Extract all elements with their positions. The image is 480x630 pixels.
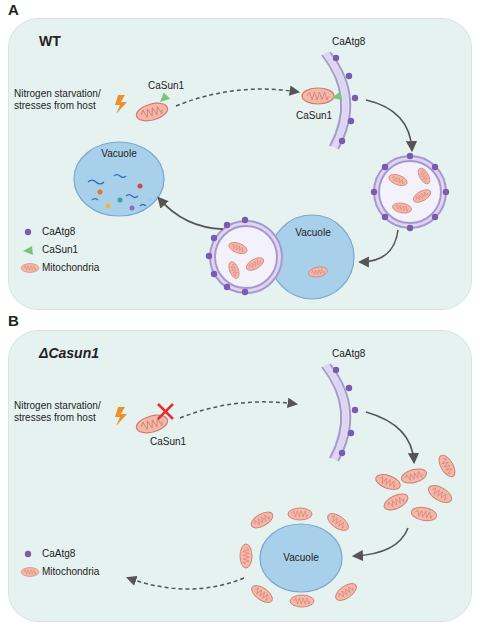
panel-letter: B <box>8 313 38 329</box>
callout-label: CaSun1 <box>150 436 210 448</box>
mitochondrion <box>302 88 334 104</box>
legend-label: CaAtg8 <box>42 548 75 560</box>
node-label: Vacuole <box>259 552 343 564</box>
node-label: WT <box>39 35 179 47</box>
callout-label: CaSun1 <box>296 110 356 122</box>
legend-label: Mitochondria <box>42 262 99 274</box>
vacuole: Vacuole <box>73 141 165 217</box>
node-label: Vacuole <box>73 148 165 160</box>
callout-label: CaSun1 <box>148 80 208 92</box>
callout-label: Nitrogen starvation/ stresses from host <box>14 88 114 112</box>
legend-label: CaAtg8 <box>42 226 75 238</box>
callout-label: Nitrogen starvation/ stresses from host <box>14 400 114 424</box>
node-label: Vacuole <box>288 227 338 239</box>
vacuole: Vacuole <box>259 523 343 593</box>
callout-label: CaAtg8 <box>332 36 392 48</box>
legend-label: CaSun1 <box>42 244 78 256</box>
callout-label: CaAtg8 <box>332 348 392 360</box>
node-label: ΔCasun1 <box>39 347 199 359</box>
legend-label: Mitochondria <box>42 566 99 578</box>
panel-letter: A <box>8 2 38 18</box>
